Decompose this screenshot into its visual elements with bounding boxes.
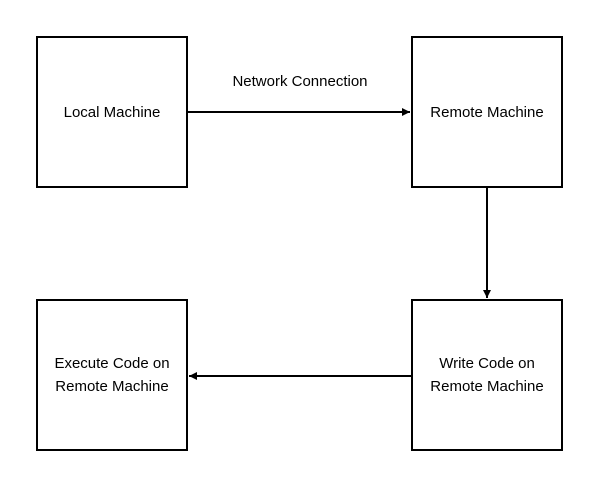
remote-machine-label: Remote Machine xyxy=(430,103,544,121)
remote-machine-box: Remote Machine xyxy=(411,36,563,188)
write-code-label: Write Code on Remote Machine xyxy=(430,355,544,395)
local-machine-label: Local Machine xyxy=(63,103,161,121)
network-connection-label: Network Connection xyxy=(232,73,368,90)
local-machine-box: Local Machine xyxy=(36,36,188,188)
execute-code-box: Execute Code on Remote Machine xyxy=(36,299,188,451)
execute-code-label: Execute Code on Remote Machine xyxy=(54,355,170,395)
write-code-box: Write Code on Remote Machine xyxy=(411,299,563,451)
